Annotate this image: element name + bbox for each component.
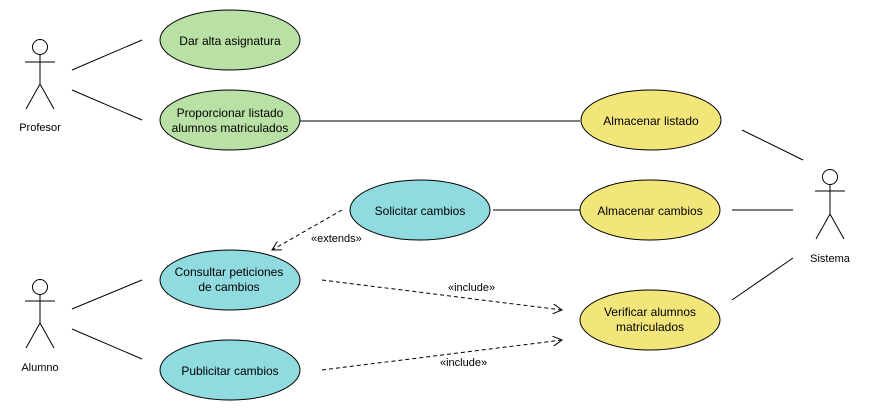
actor-leg-left bbox=[25, 83, 41, 110]
actor-label-profesor: Profesor bbox=[19, 122, 61, 134]
actor-leg-right bbox=[39, 322, 55, 349]
include-arrow-publicitar bbox=[321, 340, 562, 371]
assoc-almacenar-listado-sistema bbox=[741, 129, 804, 161]
use-case-publicitar-cambios[interactable]: Publicitar cambios bbox=[159, 339, 301, 401]
use-case-ellipse bbox=[579, 179, 721, 241]
actor-leg-right bbox=[829, 213, 845, 240]
actor-head bbox=[822, 169, 838, 185]
use-case-ellipse bbox=[159, 339, 301, 401]
actor-alumno[interactable]: Alumno bbox=[21, 279, 59, 375]
use-case-label: Almacenar cambios bbox=[597, 204, 702, 218]
use-case-almacenar-listado[interactable]: Almacenar listado bbox=[580, 89, 722, 151]
actor-leg-left bbox=[815, 213, 831, 240]
assoc-profesor-proporcionar bbox=[71, 89, 143, 121]
use-case-ellipse bbox=[159, 249, 301, 311]
dependencies: «extends» «include» «include» bbox=[272, 209, 562, 371]
associations bbox=[71, 39, 804, 360]
use-case-label: Proporcionar listado bbox=[177, 106, 284, 120]
assoc-verificar-sistema bbox=[731, 257, 794, 301]
use-case-proporcionar-listado[interactable]: Proporcionar listado alumnos matriculado… bbox=[159, 89, 301, 151]
actor-leg-left bbox=[25, 322, 41, 349]
use-case-label: Consultar peticiones bbox=[175, 265, 284, 279]
extends-label: «extends» bbox=[311, 233, 362, 245]
assoc-alumno-consultar bbox=[71, 279, 143, 310]
use-case-label: Almacenar listado bbox=[603, 114, 699, 128]
use-case-label: Publicitar cambios bbox=[181, 364, 278, 378]
actor-head bbox=[32, 39, 48, 55]
use-case-ellipse bbox=[579, 289, 721, 351]
use-case-label: de cambios bbox=[198, 280, 259, 294]
actor-sistema[interactable]: Sistema bbox=[810, 169, 851, 266]
use-case-label: alumnos matriculados bbox=[172, 121, 289, 135]
include-label-2: «include» bbox=[440, 357, 487, 369]
use-case-ellipse bbox=[159, 89, 301, 151]
use-case-consultar-peticiones[interactable]: Consultar peticiones de cambios bbox=[159, 249, 301, 311]
actor-label-sistema: Sistema bbox=[810, 253, 851, 265]
use-case-label: Dar alta asignatura bbox=[179, 34, 281, 48]
assoc-profesor-dar-alta bbox=[71, 39, 143, 71]
use-case-ellipse bbox=[580, 89, 722, 151]
actor-leg-right bbox=[39, 83, 55, 110]
use-case-label: Solicitar cambios bbox=[375, 204, 466, 218]
use-case-label: Verificar alumnos bbox=[604, 305, 696, 319]
use-case-label: matriculados bbox=[616, 320, 684, 334]
actor-label-alumno: Alumno bbox=[21, 362, 58, 374]
actor-head bbox=[32, 279, 48, 295]
use-case-almacenar-cambios[interactable]: Almacenar cambios bbox=[579, 179, 721, 241]
include-arrow-consultar bbox=[321, 279, 562, 310]
use-case-ellipse bbox=[159, 9, 301, 71]
actor-profesor[interactable]: Profesor bbox=[19, 39, 61, 135]
use-case-solicitar-cambios[interactable]: Solicitar cambios bbox=[349, 179, 491, 241]
assoc-alumno-publicitar bbox=[71, 328, 143, 360]
use-case-dar-alta[interactable]: Dar alta asignatura bbox=[159, 9, 301, 71]
include-label-1: «include» bbox=[448, 282, 495, 294]
use-case-ellipse bbox=[349, 179, 491, 241]
use-case-verificar-alumnos[interactable]: Verificar alumnos matriculados bbox=[579, 289, 721, 351]
